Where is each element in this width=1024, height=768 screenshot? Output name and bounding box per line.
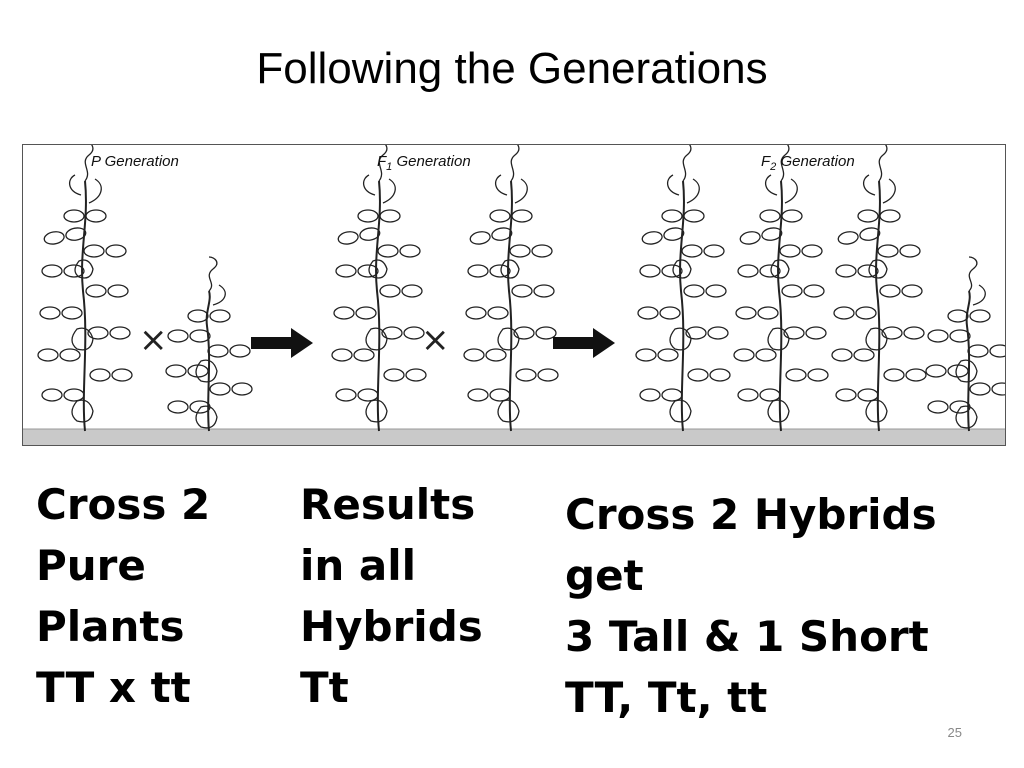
plant-illustration: × × [23,145,1006,445]
caption-line: Tt [300,663,349,712]
pea-plant-generations-figure: × × P Generation F1 Generation F2 Genera… [22,144,1006,446]
caption-line: Cross 2 Hybrids [565,490,937,539]
f1-generation-label: F1 Generation [377,153,471,173]
page-number: 25 [947,725,962,740]
p-generation-label: P Generation [91,153,179,170]
p-short-plant [166,257,252,431]
cross-symbol-p: × [139,320,168,360]
slide-title: Following the Generations [256,44,768,93]
p-tall-plant [38,145,132,431]
caption-f1-result: Results in all Hybrids Tt [300,474,483,718]
f2-plant-2 [734,145,828,431]
arrow-p-to-f1 [251,328,313,358]
caption-parent-cross: Cross 2 Pure Plants TT x tt [36,474,210,718]
caption-line: Plants [36,602,185,651]
f2-generation-label: F2 Generation [761,153,855,173]
f2-plant-4 [926,257,1006,431]
caption-line: 3 Tall & 1 Short [565,612,929,661]
caption-line: TT, Tt, tt [565,673,768,722]
caption-line: TT x tt [36,663,191,712]
caption-line: Cross 2 [36,480,211,529]
f1-plant-1 [332,145,426,431]
f2-plant-3 [832,145,926,431]
f1-plant-2 [464,145,558,431]
caption-f2-result: Cross 2 Hybrids get 3 Tall & 1 Short TT,… [565,484,937,728]
f2-plant-1 [636,145,730,431]
caption-line: in all [300,541,417,590]
arrow-f1-to-f2 [553,328,615,358]
caption-line: get [565,551,644,600]
caption-line: Pure [36,541,146,590]
caption-line: Results [300,480,476,529]
caption-line: Hybrids [300,602,483,651]
cross-symbol-f1: × [421,320,450,360]
